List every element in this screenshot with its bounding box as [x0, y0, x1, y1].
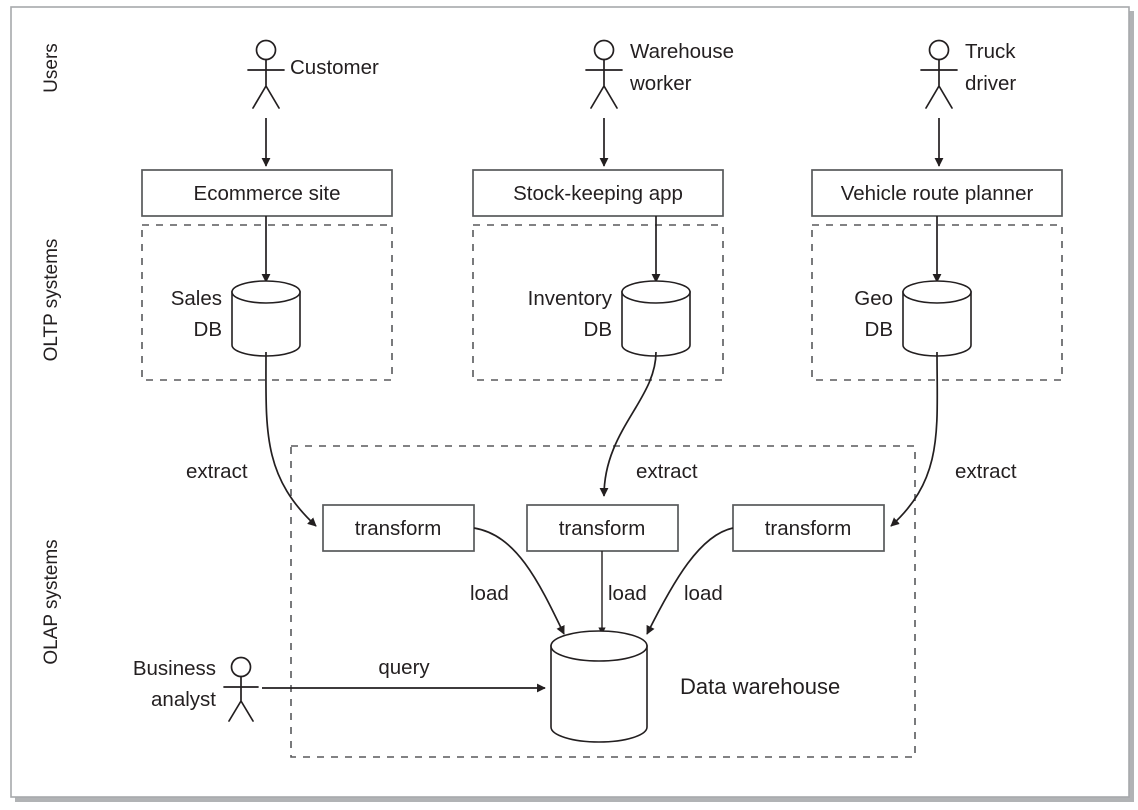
- truck-driver-body-icon: [920, 59, 958, 109]
- actor-customer: Customer: [247, 39, 379, 109]
- oltp-group-geo: [811, 224, 1063, 381]
- database-label-sales-db-line2: DB: [194, 318, 222, 341]
- transform-box-1[interactable]: transform: [322, 504, 475, 552]
- olap-group-box: [290, 445, 916, 758]
- swimlane-label-oltp: OLTP systems: [41, 239, 62, 362]
- truck-driver-head-icon: [928, 39, 950, 61]
- swimlane-label-users: Users: [41, 43, 62, 93]
- edge-label-load-1: load: [470, 582, 509, 605]
- transform-label-2: transform: [559, 517, 646, 540]
- actor-label-warehouse-worker-line1: Warehouse: [630, 40, 734, 63]
- database-label-sales-db-line1: Sales: [171, 287, 222, 310]
- business-analyst-head-icon: [230, 656, 252, 678]
- edge-label-extract-1: extract: [186, 460, 248, 483]
- actor-business-analyst: Business analyst: [133, 656, 259, 722]
- swimlane-label-olap: OLAP systems: [41, 539, 62, 664]
- data-warehouse-cylinder[interactable]: Data warehouse: [550, 630, 840, 743]
- actor-truck-driver: Truck driver: [920, 39, 1016, 109]
- actor-label-business-analyst-line1: Business: [133, 657, 216, 680]
- database-label-inventory-db-line1: Inventory: [528, 287, 613, 310]
- edge-label-extract-2: extract: [636, 460, 698, 483]
- database-label-geo-db-line1: Geo: [854, 287, 893, 310]
- database-sales-db[interactable]: Sales DB: [171, 280, 301, 357]
- edge-label-extract-3: extract: [955, 460, 1017, 483]
- oltp-group-sales: [141, 224, 393, 381]
- edge-extract-inventory: [599, 351, 657, 497]
- actor-label-truck-driver-line1: Truck: [965, 40, 1016, 63]
- oltp-group-inventory: [472, 224, 724, 381]
- actor-label-truck-driver-line2: driver: [965, 72, 1016, 95]
- edge-extract-geo: [890, 351, 939, 527]
- app-label-vehicle-route-planner: Vehicle route planner: [841, 182, 1034, 205]
- customer-body-icon: [247, 59, 285, 109]
- actor-label-customer: Customer: [290, 56, 379, 79]
- business-analyst-body-icon: [223, 676, 259, 722]
- edge-load-3: [646, 527, 734, 635]
- edge-extract-sales: [265, 351, 317, 527]
- edge-label-load-3: load: [684, 582, 723, 605]
- edge-label-load-2: load: [608, 582, 647, 605]
- app-box-ecommerce-site[interactable]: Ecommerce site: [141, 169, 393, 217]
- customer-head-icon: [255, 39, 277, 61]
- actor-label-business-analyst-line2: analyst: [151, 688, 216, 711]
- app-label-stock-keeping-app: Stock-keeping app: [513, 182, 683, 205]
- database-label-geo-db-line2: DB: [865, 318, 893, 341]
- actor-label-warehouse-worker-line2: worker: [629, 72, 692, 95]
- warehouse-worker-body-icon: [585, 59, 623, 109]
- transform-label-1: transform: [355, 517, 442, 540]
- data-warehouse-label: Data warehouse: [680, 674, 840, 699]
- transform-box-3[interactable]: transform: [732, 504, 885, 552]
- app-box-stock-keeping-app[interactable]: Stock-keeping app: [472, 169, 724, 217]
- database-label-inventory-db-line2: DB: [584, 318, 612, 341]
- app-box-vehicle-route-planner[interactable]: Vehicle route planner: [811, 169, 1063, 217]
- warehouse-worker-head-icon: [593, 39, 615, 61]
- edge-label-query: query: [378, 656, 430, 679]
- database-geo-db[interactable]: Geo DB: [854, 280, 972, 357]
- transform-label-3: transform: [765, 517, 852, 540]
- database-inventory-db[interactable]: Inventory DB: [528, 280, 691, 357]
- actor-warehouse-worker: Warehouse worker: [585, 39, 734, 109]
- edge-load-1: [473, 527, 565, 635]
- app-label-ecommerce-site: Ecommerce site: [194, 182, 341, 205]
- transform-box-2[interactable]: transform: [526, 504, 679, 552]
